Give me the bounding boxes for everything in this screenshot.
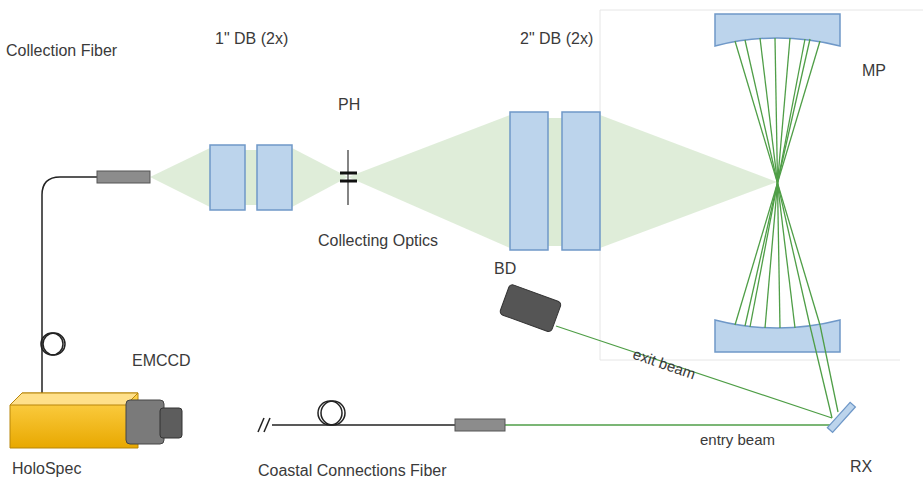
part-label: Coastal Connections Fiber bbox=[258, 462, 447, 480]
part-label: 2" DB (2x) bbox=[520, 30, 593, 48]
part-label: entry beam bbox=[700, 432, 775, 449]
part-label: Collecting Optics bbox=[318, 232, 438, 250]
part-label: Collection Fiber bbox=[6, 42, 117, 60]
part-label: EMCCD bbox=[132, 352, 191, 370]
part-label: BD bbox=[494, 260, 516, 278]
part-label: MP bbox=[862, 62, 886, 80]
part-label: PH bbox=[338, 96, 360, 114]
part-label: 1" DB (2x) bbox=[215, 30, 288, 48]
part-label: RX bbox=[850, 458, 872, 476]
part-label: exit beam bbox=[631, 346, 698, 383]
part-label: HoloSpec bbox=[12, 460, 81, 478]
